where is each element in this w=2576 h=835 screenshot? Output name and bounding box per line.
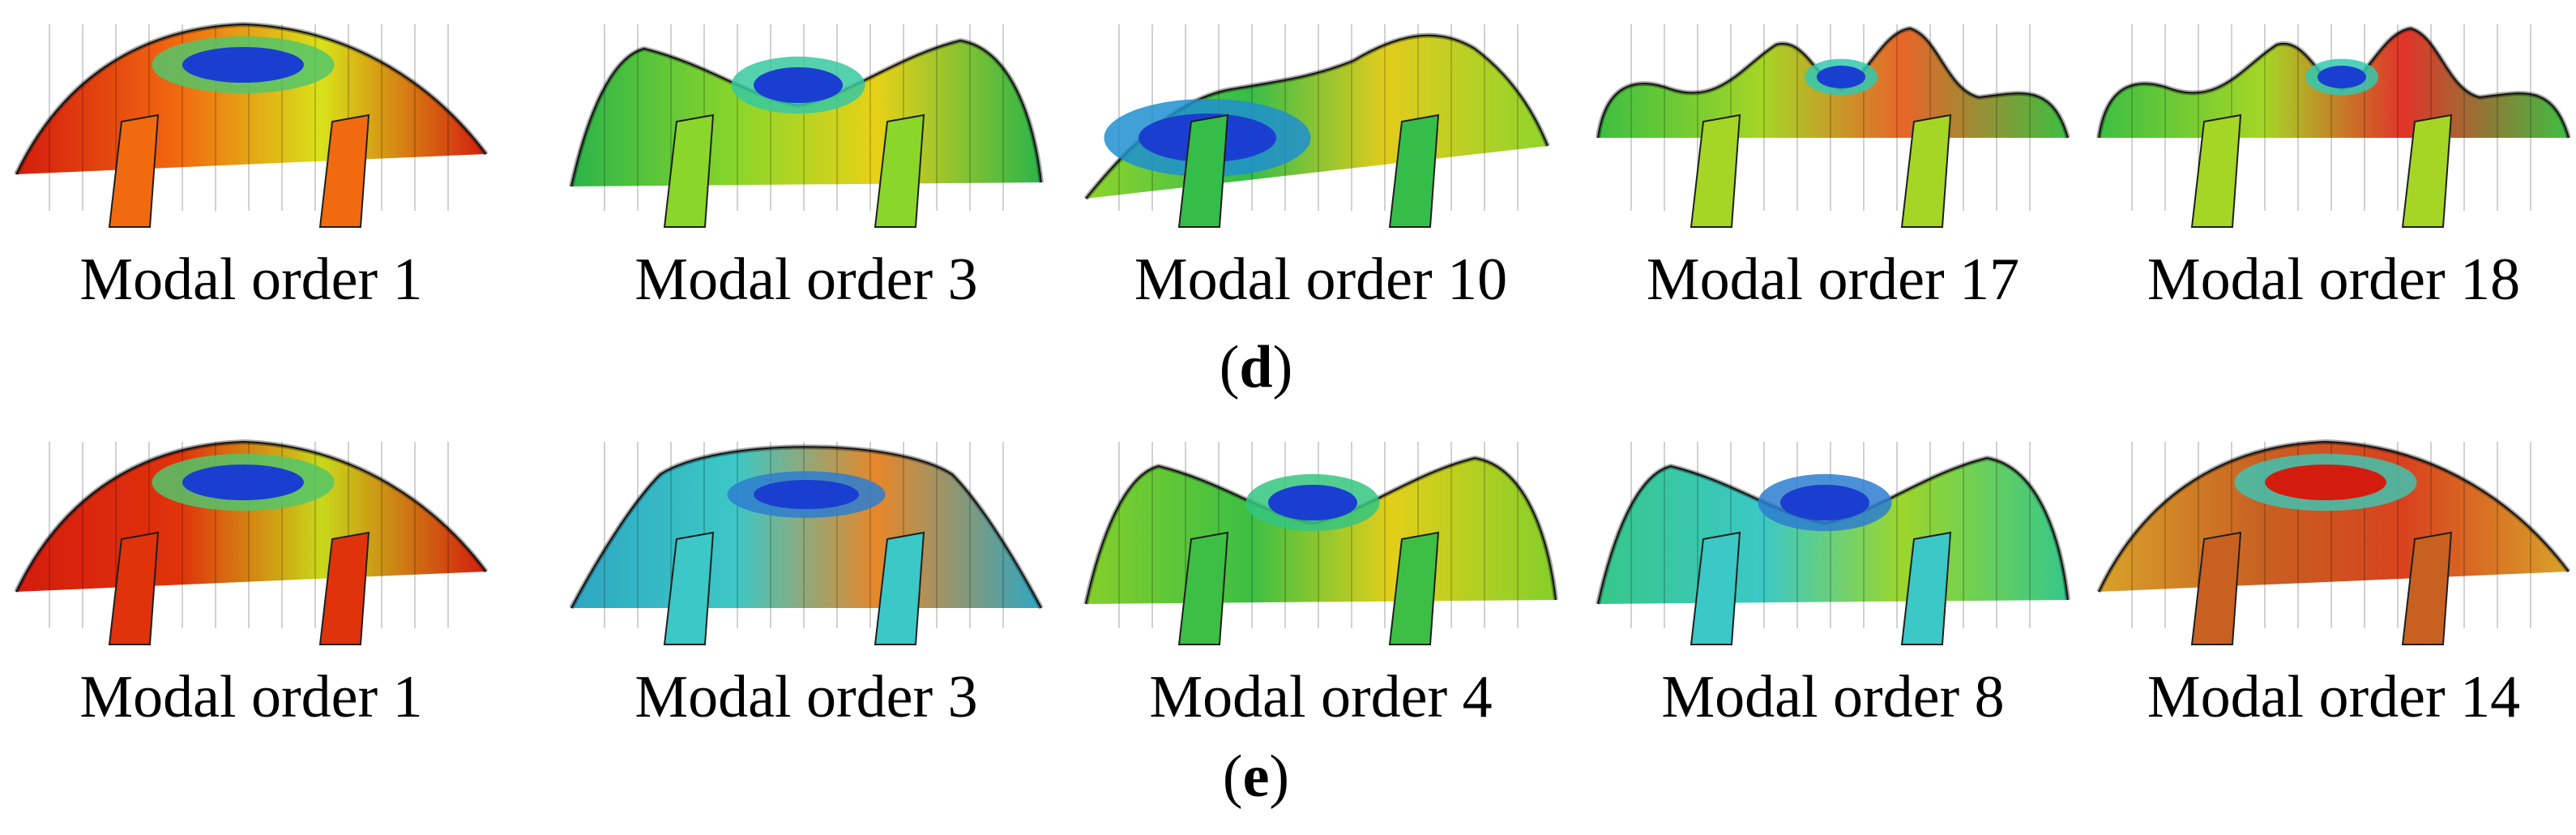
shell-edge <box>2096 439 2571 593</box>
label-paren-close: ) <box>1269 743 1290 810</box>
support-leg <box>874 531 925 645</box>
subfigure-label-e: (e) <box>1134 740 1378 813</box>
support-leg <box>108 113 160 228</box>
mode-panel: Modal order 4 <box>1070 418 1572 766</box>
mode-shape-image <box>1596 442 2070 645</box>
mode-shape-image <box>1083 442 1558 645</box>
support-leg <box>1388 113 1440 228</box>
mode-caption: Modal order 17 <box>1646 246 2020 313</box>
mode-caption: Modal order 1 <box>79 246 423 313</box>
support-leg <box>1177 113 1229 228</box>
label-paren-open: ( <box>1222 743 1243 810</box>
displacement-peak <box>182 465 304 500</box>
displacement-peak <box>2318 66 2366 88</box>
mode-caption: Modal order 10 <box>1134 246 1508 313</box>
label-paren-open: ( <box>1219 334 1240 400</box>
mode-shape-image <box>14 439 489 645</box>
support-leg <box>1690 113 1741 228</box>
mode-caption: Modal order 3 <box>634 246 978 313</box>
shell-edge <box>14 439 489 593</box>
mode-caption: Modal order 14 <box>2147 664 2521 730</box>
mode-caption: Modal order 8 <box>1661 664 2005 730</box>
displacement-peak <box>754 480 859 509</box>
mode-caption: Modal order 1 <box>79 664 423 730</box>
mode-panel: Modal order 8 <box>1582 418 2084 766</box>
mode-panel: Modal order 17 <box>1582 0 2084 349</box>
mode-caption: Modal order 3 <box>634 664 978 730</box>
mode-shape-image <box>14 21 489 228</box>
support-leg <box>1690 531 1741 645</box>
mode-panel: Modal order 14 <box>2083 418 2576 766</box>
mode-panel: Modal order 1 <box>0 418 502 766</box>
mode-shape-image <box>2096 24 2571 228</box>
figure-row-d: Modal order 1 Modal order 3 Modal order … <box>0 0 2576 404</box>
mode-panel: Modal order 3 <box>555 0 1057 349</box>
support-leg <box>2190 113 2242 228</box>
support-leg <box>318 531 370 645</box>
support-leg <box>318 113 370 228</box>
displacement-peak <box>182 47 304 83</box>
mode-panel: Modal order 1 <box>0 0 502 349</box>
mode-panel: Modal order 18 <box>2083 0 2576 349</box>
support-leg <box>1388 531 1440 645</box>
mode-shape-image <box>569 24 1044 228</box>
subfigure-label-d: (d) <box>1134 331 1378 404</box>
support-leg <box>2401 113 2453 228</box>
support-leg <box>108 531 160 645</box>
support-leg <box>2190 531 2242 645</box>
mode-panel: Modal order 3 <box>555 418 1057 766</box>
displacement-peak <box>754 67 843 103</box>
support-leg <box>2401 531 2453 645</box>
support-leg <box>874 113 925 228</box>
mode-shape-image <box>569 442 1044 645</box>
shell-edge <box>569 444 1044 610</box>
support-leg <box>663 113 715 228</box>
mode-caption: Modal order 18 <box>2147 246 2521 313</box>
support-leg <box>663 531 715 645</box>
mode-caption: Modal order 4 <box>1149 664 1493 730</box>
mode-panel: Modal order 10 <box>1070 0 1572 349</box>
displacement-peak <box>1268 485 1357 520</box>
displacement-peak <box>1780 485 1869 520</box>
label-paren-close: ) <box>1272 334 1293 400</box>
label-letter: d <box>1239 334 1273 400</box>
support-leg <box>1177 531 1229 645</box>
mode-shape-image <box>1083 24 1550 228</box>
label-letter: e <box>1242 743 1270 810</box>
displacement-peak <box>2265 465 2386 500</box>
mode-shape-image <box>2096 439 2571 645</box>
mode-shape-image <box>1596 24 2070 228</box>
support-leg <box>1900 113 1952 228</box>
shell-edge <box>14 21 489 176</box>
figure-row-e: Modal order 1 Modal order 3 Modal order … <box>0 418 2576 835</box>
displacement-peak <box>1817 66 1865 88</box>
support-leg <box>1900 531 1952 645</box>
